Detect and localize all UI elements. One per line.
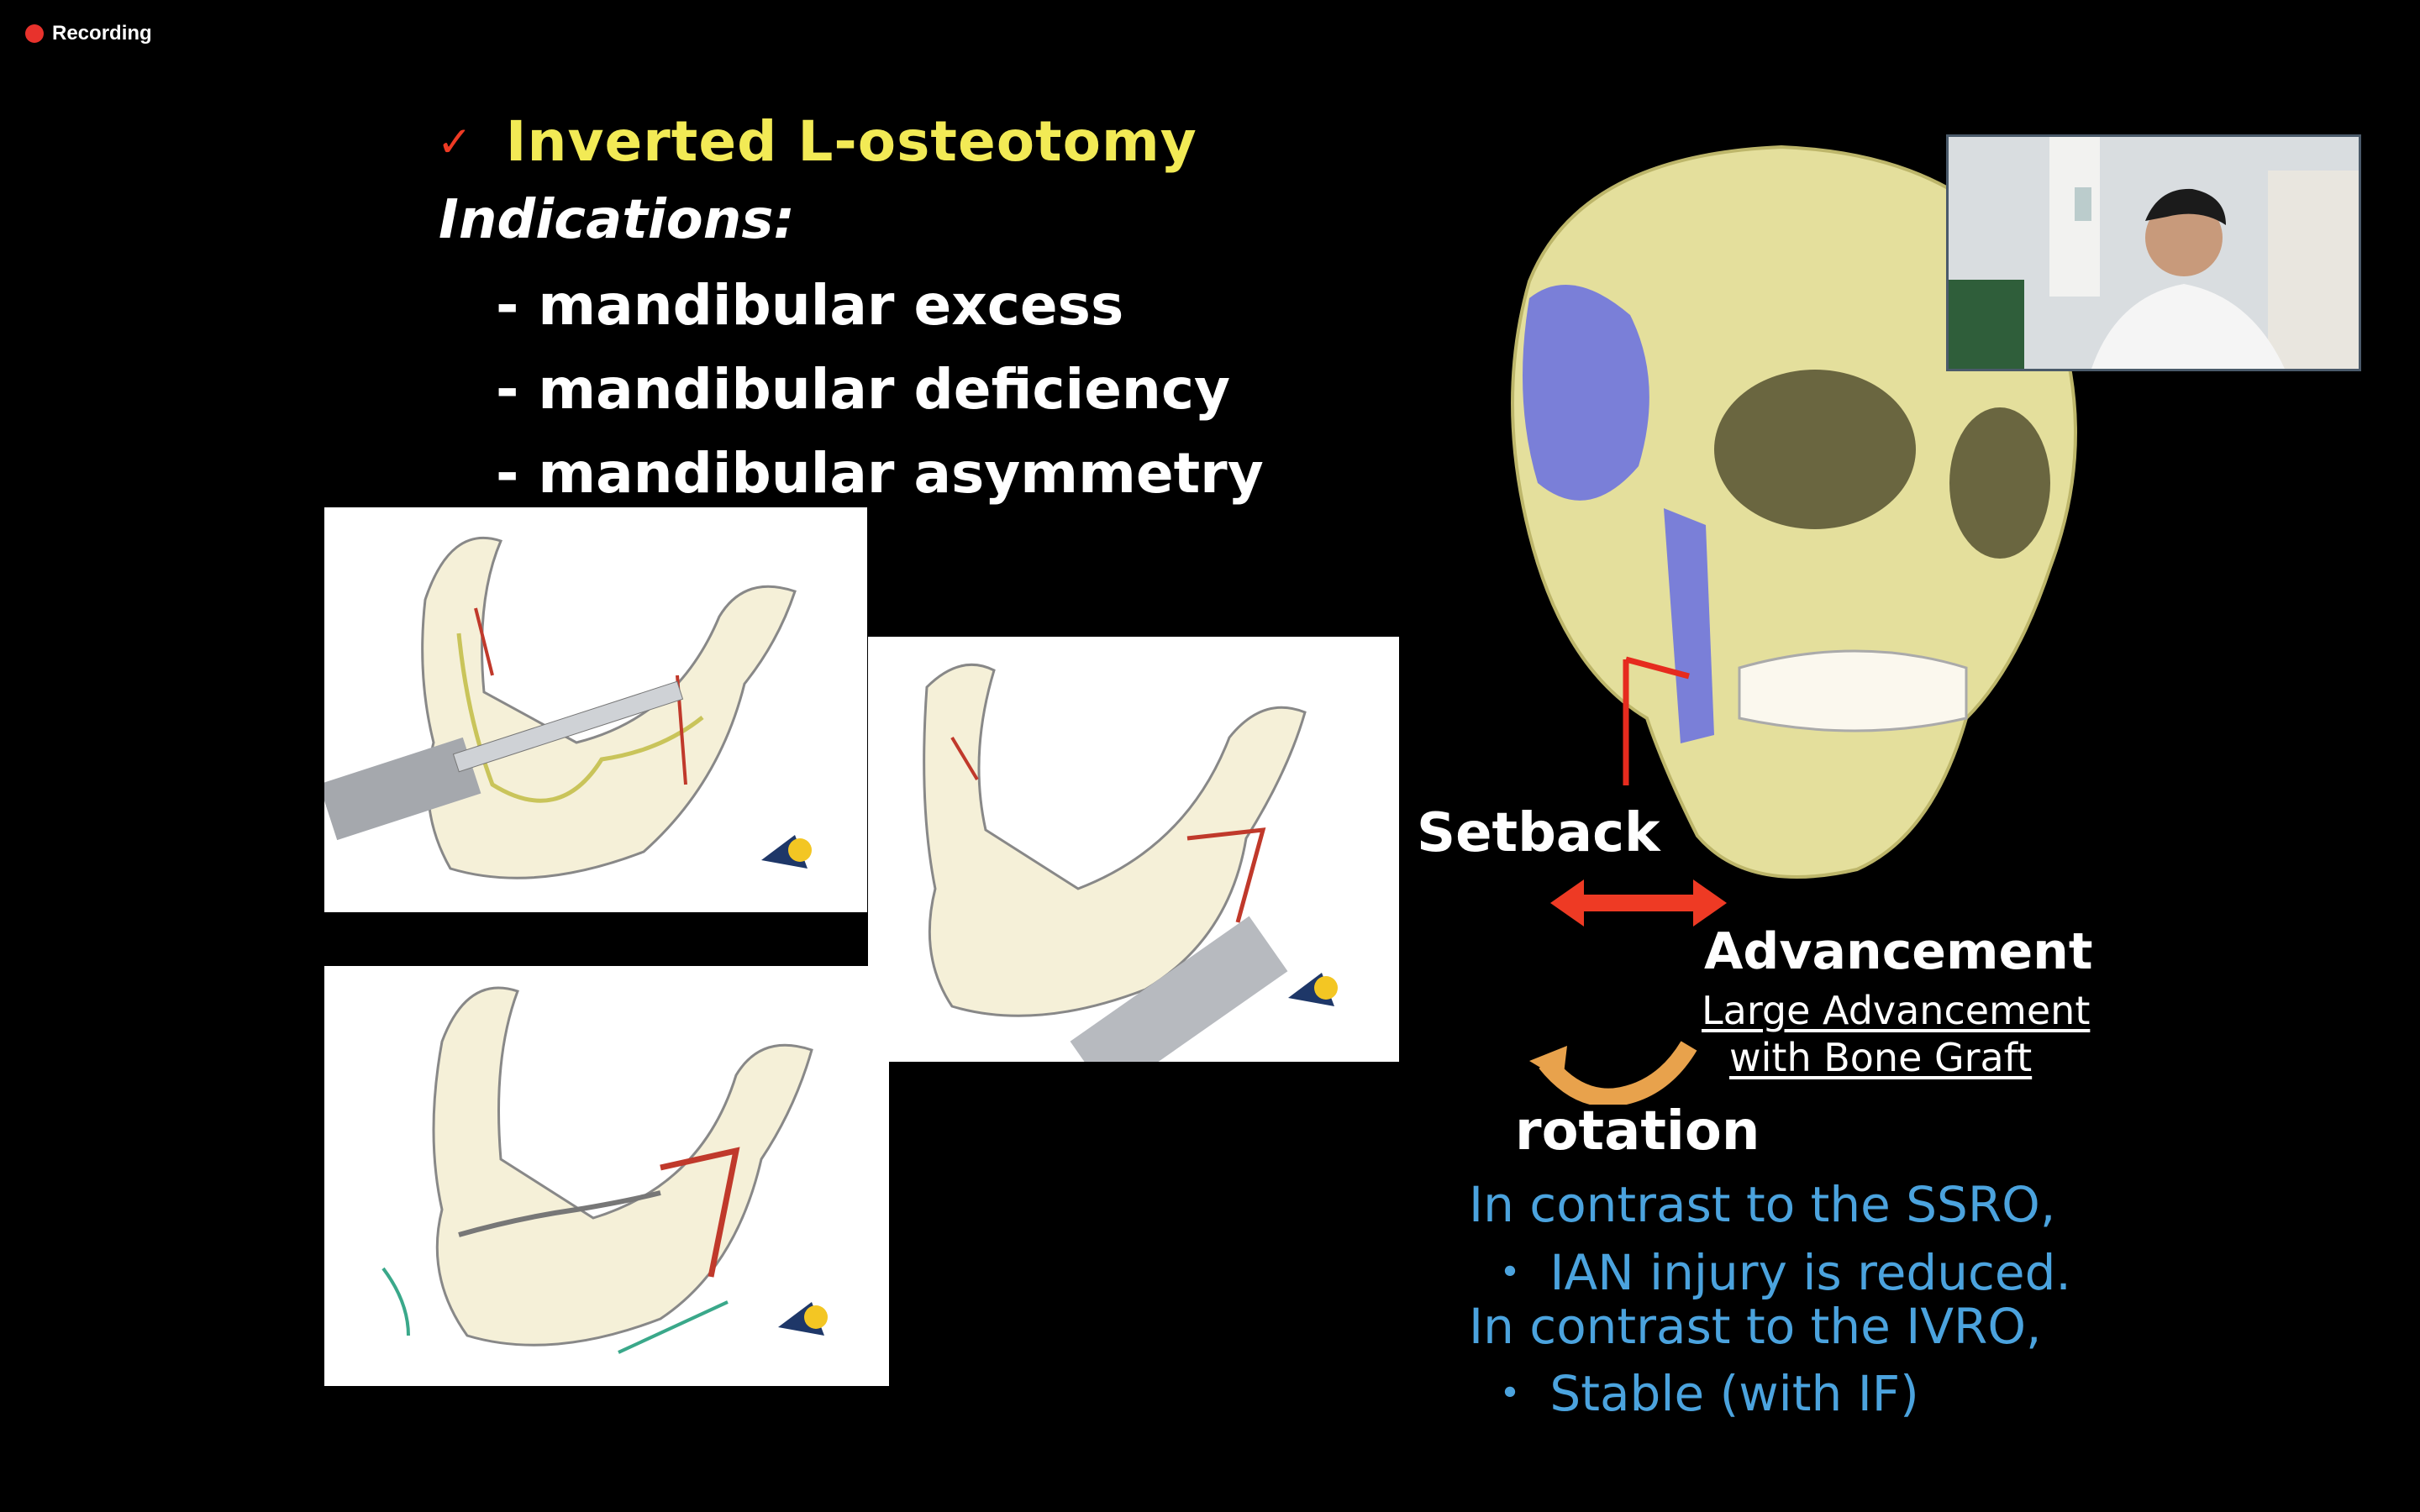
advancement-label: Advancement (1704, 922, 2093, 981)
checkmark-icon: ✓ (437, 117, 472, 166)
slide-title: Inverted L-osteotomy (505, 109, 1197, 174)
indication-item: - mandibular deficiency (496, 357, 1231, 422)
indication-item: - mandibular asymmetry (496, 441, 1264, 506)
rotation-arrow-icon (1529, 1041, 1697, 1105)
contrast-ssro-text: In contrast to the SSRO, (1469, 1176, 2056, 1233)
recording-label: Recording (52, 22, 152, 45)
mandible-illustration-saw (324, 507, 867, 912)
webcam-video-tile[interactable] (1946, 134, 2361, 371)
recording-indicator: Recording (25, 22, 152, 45)
mandible-illustration-fixation (324, 966, 889, 1386)
double-arrow-icon (1550, 879, 1727, 927)
mandible-illustration-burr (868, 637, 1399, 1062)
setback-label: Setback (1417, 802, 1660, 864)
recording-dot-icon (25, 24, 44, 43)
rotation-label: rotation (1515, 1100, 1760, 1163)
large-advancement-label: Large Advancement (1702, 988, 2091, 1033)
indications-heading: Indications: (439, 189, 795, 251)
contrast-ivro-text: In contrast to the IVRO, (1469, 1298, 2042, 1355)
ivro-point-text: ・ Stable (with IF) (1486, 1365, 1919, 1422)
slide-title-row: ✓ Inverted L-osteotomy (437, 109, 1197, 174)
indication-item: - mandibular excess (496, 273, 1124, 338)
ssro-point-text: ・ IAN injury is reduced. (1486, 1244, 2071, 1301)
skull-model-image (1462, 130, 2101, 903)
bone-graft-label: with Bone Graft (1729, 1035, 2033, 1080)
